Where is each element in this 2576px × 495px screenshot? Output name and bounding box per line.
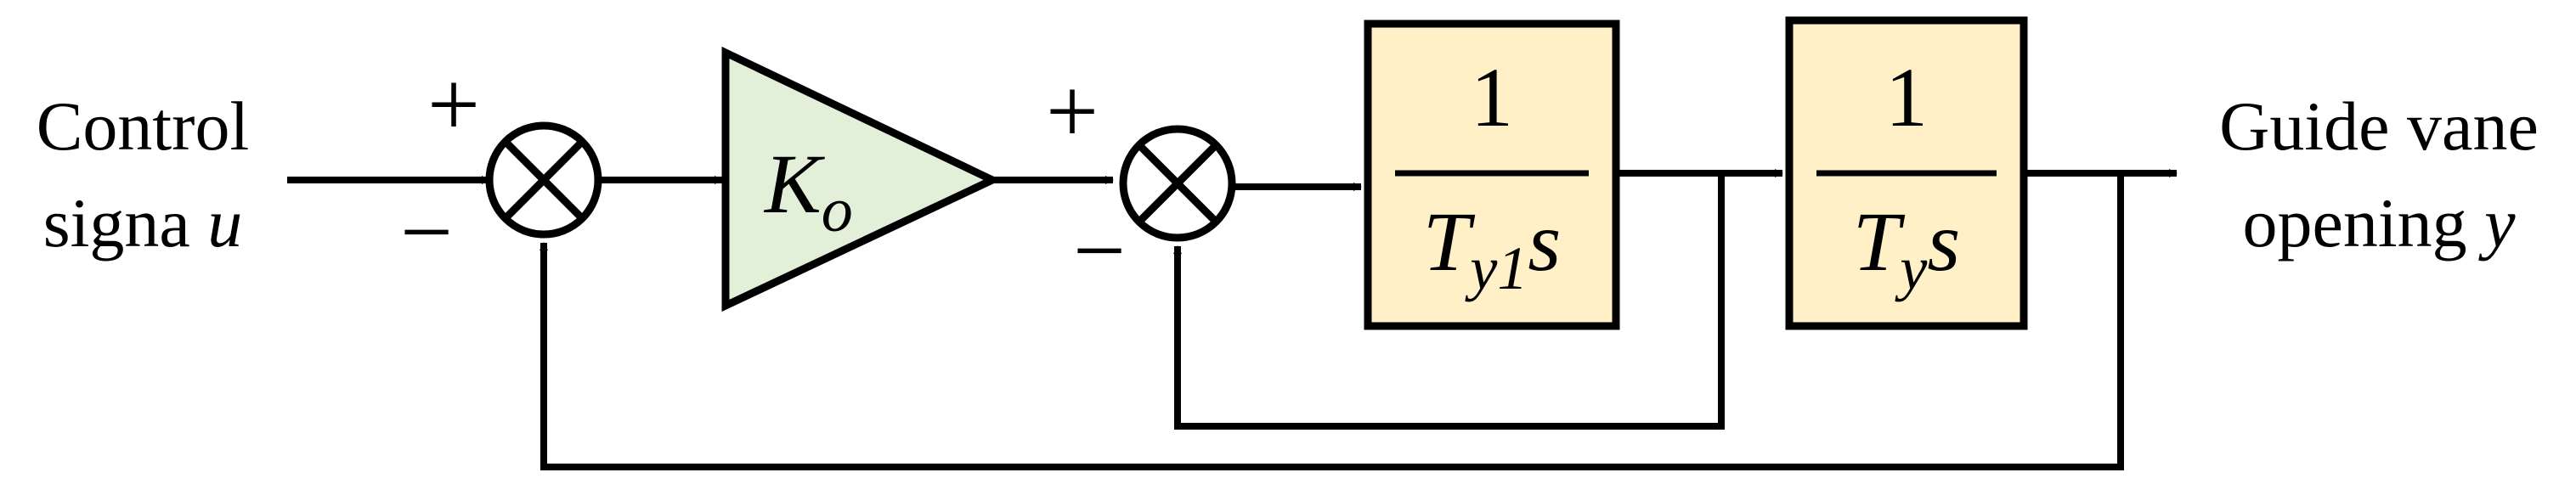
input-label-line2: signa u <box>43 184 243 262</box>
input-label-line1: Control <box>37 87 250 165</box>
block1-den-T: T <box>1423 194 1476 289</box>
gain-block <box>721 46 1002 312</box>
block1-denominator: Ty1s <box>1423 194 1562 302</box>
input-variable-u: u <box>207 184 242 262</box>
block1-den-s: s <box>1528 194 1561 289</box>
sum1-minus-sign: − <box>400 180 453 284</box>
inner-feedback-line <box>1173 173 1725 430</box>
block2-den-s: s <box>1927 194 1960 289</box>
output-label-line2: opening y <box>2242 184 2516 262</box>
output-label-text: opening <box>2242 184 2484 262</box>
outer-feedback-line <box>539 173 2124 470</box>
block2-numerator: 1 <box>1885 50 1928 144</box>
output-label-line1: Guide vane <box>2219 87 2539 165</box>
block1-den-subscript: y1 <box>1464 234 1528 302</box>
input-label-text: signa <box>43 184 208 262</box>
gain-symbol: K <box>763 137 825 231</box>
sum2-minus-sign: − <box>1073 199 1126 302</box>
block2-denominator: Tys <box>1853 194 1961 302</box>
block2-den-subscript: y <box>1894 234 1927 302</box>
output-variable-y: y <box>2478 184 2516 262</box>
summing-junction-2 <box>1119 125 1236 242</box>
sum2-plus-sign: + <box>1046 59 1099 163</box>
sum1-plus-sign: + <box>427 53 480 156</box>
gain-subscript: o <box>822 176 853 245</box>
block2-den-T: T <box>1853 194 1906 289</box>
block1-numerator: 1 <box>1471 50 1513 144</box>
gain-label: Ko <box>763 137 853 245</box>
summing-junction-1 <box>485 121 602 239</box>
